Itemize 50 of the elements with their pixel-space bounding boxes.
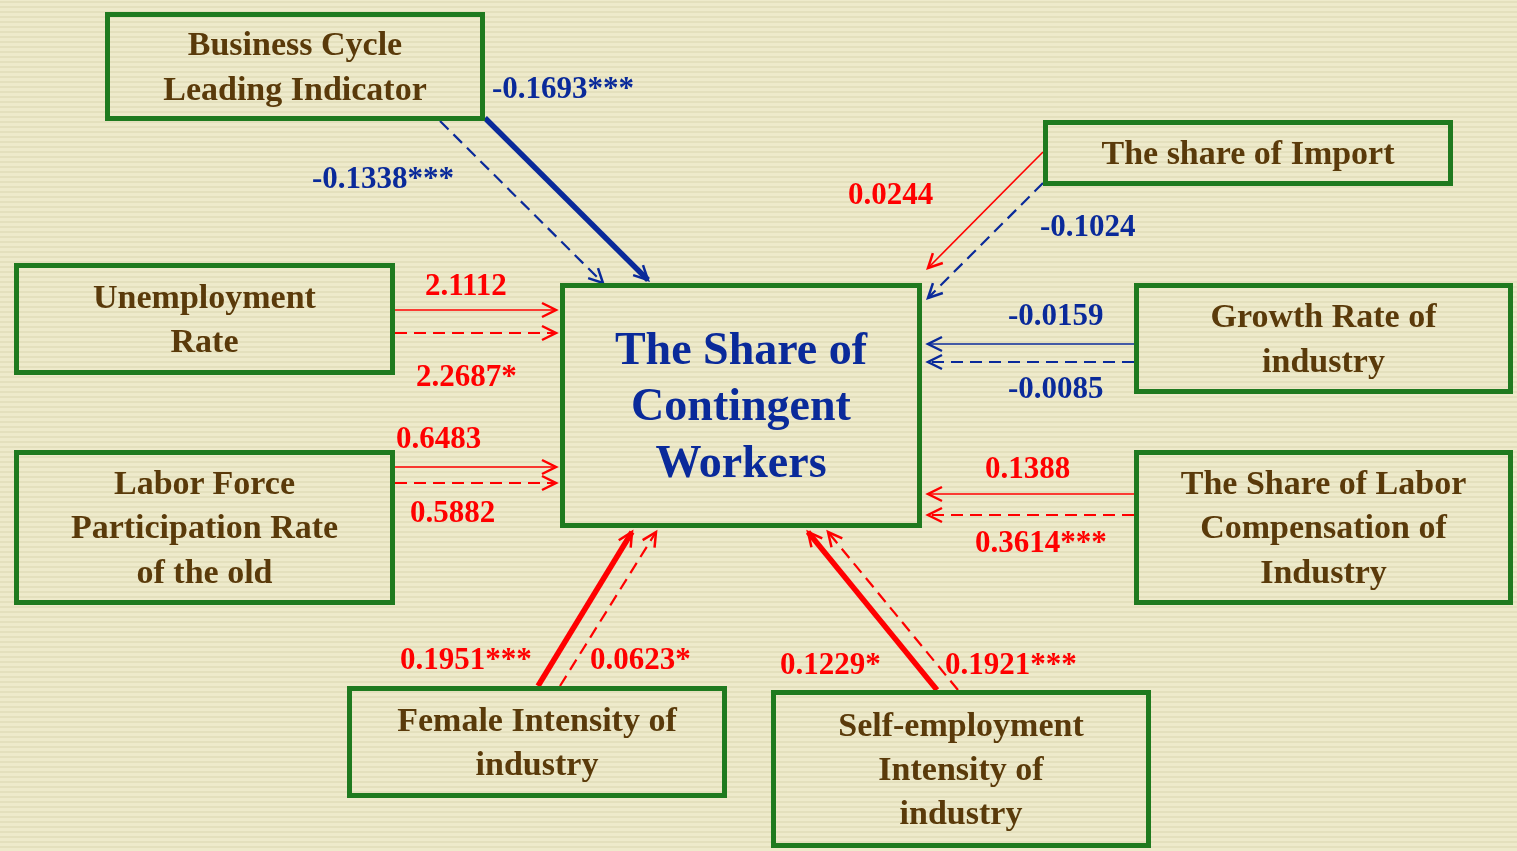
arrow [926, 182, 1044, 300]
edge-label: 0.1388 [985, 452, 1071, 483]
outcome-box [560, 283, 922, 528]
arrow [926, 151, 1044, 270]
edge-label: -0.0085 [1008, 372, 1104, 403]
arrow [535, 530, 635, 688]
edge-label: 0.1229* [780, 648, 881, 679]
arrow [926, 353, 1134, 371]
arrow [395, 474, 558, 492]
arrow [926, 506, 1134, 524]
edge-label: -0.1024 [1040, 210, 1136, 241]
factor-label: Business Cycle Leading Indicator [162, 24, 428, 109]
factor-box [347, 686, 727, 798]
arrow [394, 458, 558, 476]
edge-label: 0.0244 [848, 178, 934, 209]
edge-label: 0.3614*** [975, 526, 1107, 557]
edge-label: 2.2687* [416, 360, 517, 391]
factor-label: The share of Import [1101, 132, 1395, 173]
edge-label: -0.1693*** [492, 72, 635, 103]
edge-label: -0.1338*** [312, 162, 455, 193]
edge-label: 0.1921*** [945, 648, 1077, 679]
factor-label: The Share of Labor Compensation of Industry [1179, 463, 1468, 592]
factor-box [1134, 283, 1513, 394]
arrow [394, 301, 558, 319]
edge-label: 0.5882 [410, 496, 496, 527]
edge-label: 0.6483 [396, 422, 482, 453]
edge-label: 0.1951*** [400, 643, 532, 674]
arrow [483, 116, 650, 282]
edge-label: 0.0623* [590, 643, 691, 674]
factor-label: Female Intensity of industry [396, 699, 679, 784]
factor-label: Unemployment Rate [92, 276, 317, 361]
factor-box [1134, 450, 1513, 605]
factor-box [14, 450, 395, 605]
factor-box [14, 263, 395, 375]
arrow [439, 120, 605, 285]
factor-label: Self-employment Intensity of industry [837, 704, 1085, 834]
edge-label: -0.0159 [1008, 299, 1104, 330]
arrow [395, 324, 558, 342]
factor-box [1043, 120, 1453, 186]
outcome-label: The Share of Contingent Workers [613, 322, 869, 489]
factor-box [771, 690, 1151, 848]
factor-box [105, 12, 485, 121]
factor-label: Labor Force Participation Rate of the old [69, 463, 340, 592]
arrow [826, 530, 959, 691]
edge-label: 2.1112 [425, 269, 507, 300]
factor-label: Growth Rate of industry [1209, 296, 1438, 381]
arrow [559, 530, 658, 687]
arrow [805, 530, 940, 692]
arrow [926, 335, 1135, 353]
arrow [926, 485, 1135, 503]
